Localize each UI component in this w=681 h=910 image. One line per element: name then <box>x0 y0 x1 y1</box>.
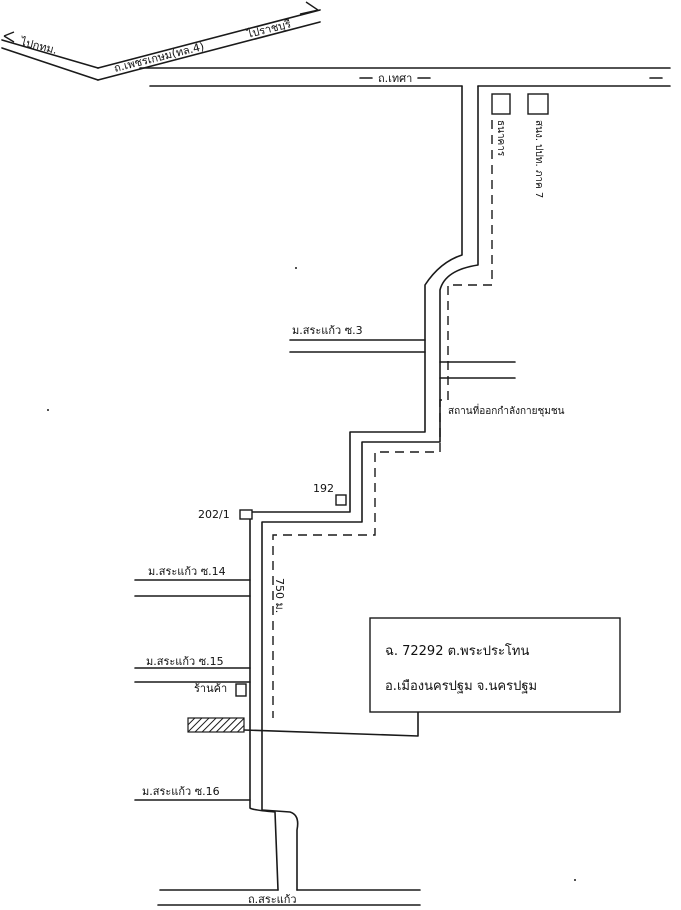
soi-14-label: ม.สระแก้ว ซ.14 <box>148 565 226 578</box>
highway-phetkasem <box>1 1 321 81</box>
top-road-label: ถ.เทศา <box>378 72 412 85</box>
road-thesa <box>139 67 671 87</box>
branch-fitness <box>439 361 516 379</box>
bottom-road-label: ถ.สระแก้ว <box>248 893 297 906</box>
fitness-label: สถานที่ออกกำลังกายชุมชน <box>448 403 565 417</box>
main-road-right-edge <box>261 85 479 891</box>
house-192-label: 192 <box>313 482 334 495</box>
stray-mark <box>295 267 297 269</box>
landmark-2-label: สนง. ปปท. ภาค 7 <box>533 120 544 198</box>
soi-15-road <box>134 667 251 683</box>
soi-3-label: ม.สระแก้ว ซ.3 <box>292 324 363 337</box>
direction-right-label: ไปราชบุรี <box>245 17 293 41</box>
soi-3-road <box>289 339 426 353</box>
shop-building <box>235 683 247 697</box>
landmark-1-label: ธนาคาร <box>495 120 506 157</box>
highway-label: ถ.เพชรเกษม(ทล.4) <box>113 40 206 75</box>
soi-14-road <box>134 579 251 597</box>
office-building <box>527 93 549 115</box>
distance-label: 750 ม. <box>273 578 286 613</box>
bank-building <box>491 93 511 115</box>
deed-line-1: ฉ. 72292 ต.พระประโทน <box>385 643 529 659</box>
main-road-left-edge <box>249 85 463 891</box>
stray-mark <box>574 879 576 881</box>
deed-info-box <box>369 617 621 713</box>
stray-mark <box>47 409 49 411</box>
road-sakaeo <box>157 889 421 906</box>
direction-left-label: ไปกทม. <box>18 35 58 57</box>
house-192 <box>335 494 347 506</box>
land-plot <box>187 717 245 733</box>
deed-pointer-line <box>243 711 419 737</box>
soi-16-label: ม.สระแก้ว ซ.16 <box>142 785 220 798</box>
route-dashed <box>272 120 493 718</box>
house-202 <box>239 509 253 520</box>
house-202-label: 202/1 <box>198 508 230 521</box>
arrow-right-icon <box>299 1 320 15</box>
arrow-left-icon <box>3 31 15 43</box>
soi-15-label: ม.สระแก้ว ซ.15 <box>146 655 224 668</box>
deed-line-2: อ.เมืองนครปฐม จ.นครปฐม <box>385 678 537 694</box>
shop-label: ร้านค้า <box>194 682 227 695</box>
